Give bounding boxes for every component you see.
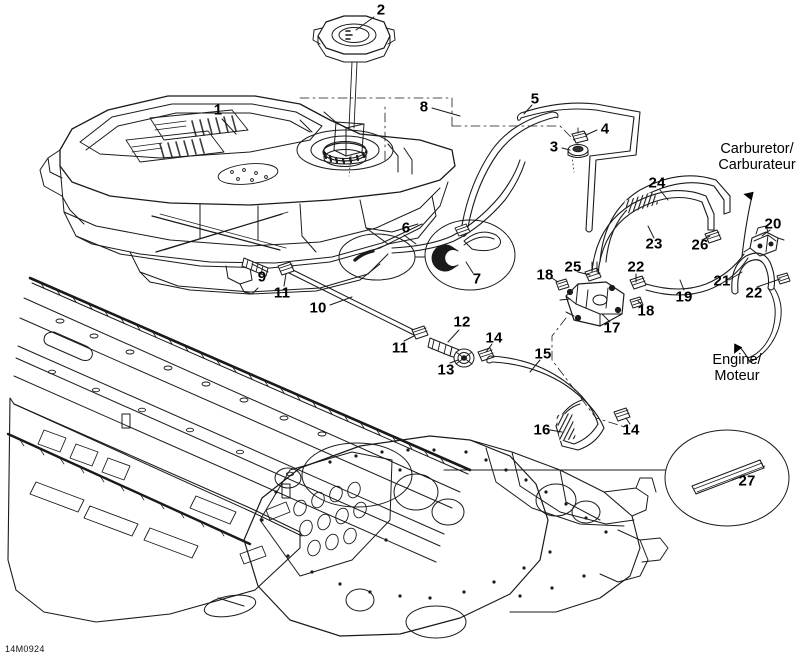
callout-5: 5 [530,90,540,108]
fuel-hose-part-6 [391,159,526,254]
callout-11-left: 11 [273,284,291,302]
callout-2: 2 [376,1,386,19]
engine-label-line1: Engine/ [712,351,762,368]
fitting-part-9 [241,257,269,277]
callout-9: 9 [257,268,267,286]
callout-16: 16 [533,421,551,439]
fuel-tank-part-1 [39,95,456,295]
impulse-hose-part-23 [591,190,715,275]
callout-26: 26 [691,236,709,254]
fuel-cap-part-2 [312,15,396,177]
impulse-hose-part-24 [599,175,731,263]
fuel-hose-part-19 [645,253,749,296]
screw-part-18-right [629,296,644,309]
callout-15: 15 [534,345,552,363]
callout-22-left: 22 [627,258,645,276]
fuel-filter-part-13 [453,348,475,368]
clamp-part-14-lower [613,407,631,422]
callout-8: 8 [419,98,429,116]
screw-part-18-left [555,278,570,291]
clamp-part-22-left [629,275,647,290]
callout-6: 6 [401,219,411,237]
fuel-hose-part-15 [486,355,605,429]
callout-27: 27 [738,472,756,490]
detail-view-clamp-large [424,219,516,291]
callout-10: 10 [309,299,327,317]
callout-18-right: 18 [637,302,655,320]
clamp-part-26 [704,229,722,244]
callout-22-right: 22 [745,284,763,302]
frame-chassis [6,276,669,639]
callout-11-right: 11 [391,339,409,357]
clamp-part-4 [571,127,589,144]
callout-3: 3 [549,138,559,156]
carburetor-flow-label: Carburetor/ Carburateur [718,141,795,173]
callout-14-upper: 14 [485,329,503,347]
clamp-part-22-right [776,272,791,285]
callout-23: 23 [645,235,663,253]
carburetor-label-line1: Carburetor/ [720,140,794,157]
document-id-code: 14M0924 [5,644,45,654]
callout-20: 20 [764,215,782,233]
callout-18-left: 18 [536,266,554,284]
callout-4: 4 [600,120,610,138]
clamp-part-11-right [411,325,429,340]
callout-12: 12 [453,313,471,331]
carburetor-label-line2: Carburateur [718,157,796,173]
detail-view-clamp-small [338,233,416,281]
callout-7: 7 [472,270,482,288]
callout-19: 19 [675,288,693,306]
vent-hose-part-5 [516,102,641,233]
callout-21: 21 [713,272,731,290]
detail-view-rod-27 [301,429,790,527]
callout-17: 17 [603,319,621,337]
callout-24: 24 [648,174,666,192]
fitting-block-part-20 [743,225,785,257]
clamp-part-14-upper [477,347,495,362]
callout-leaders [221,16,781,481]
engine-label-line2: Moteur [714,368,760,384]
hose-part-8 [459,111,559,237]
callout-14-lower: 14 [622,421,640,439]
fuel-line-part-10 [286,267,419,337]
callout-13: 13 [437,361,455,379]
fuel-pump-part-17 [559,281,625,327]
callout-25: 25 [564,258,582,276]
fuel-hose-part-16 [555,399,605,451]
clamp-part-11-left [277,261,295,276]
rod-part-27 [691,459,766,495]
engine-flow-label: Engine/ Moteur [712,352,761,384]
callout-1: 1 [213,101,223,119]
grommet-part-3 [567,144,589,158]
